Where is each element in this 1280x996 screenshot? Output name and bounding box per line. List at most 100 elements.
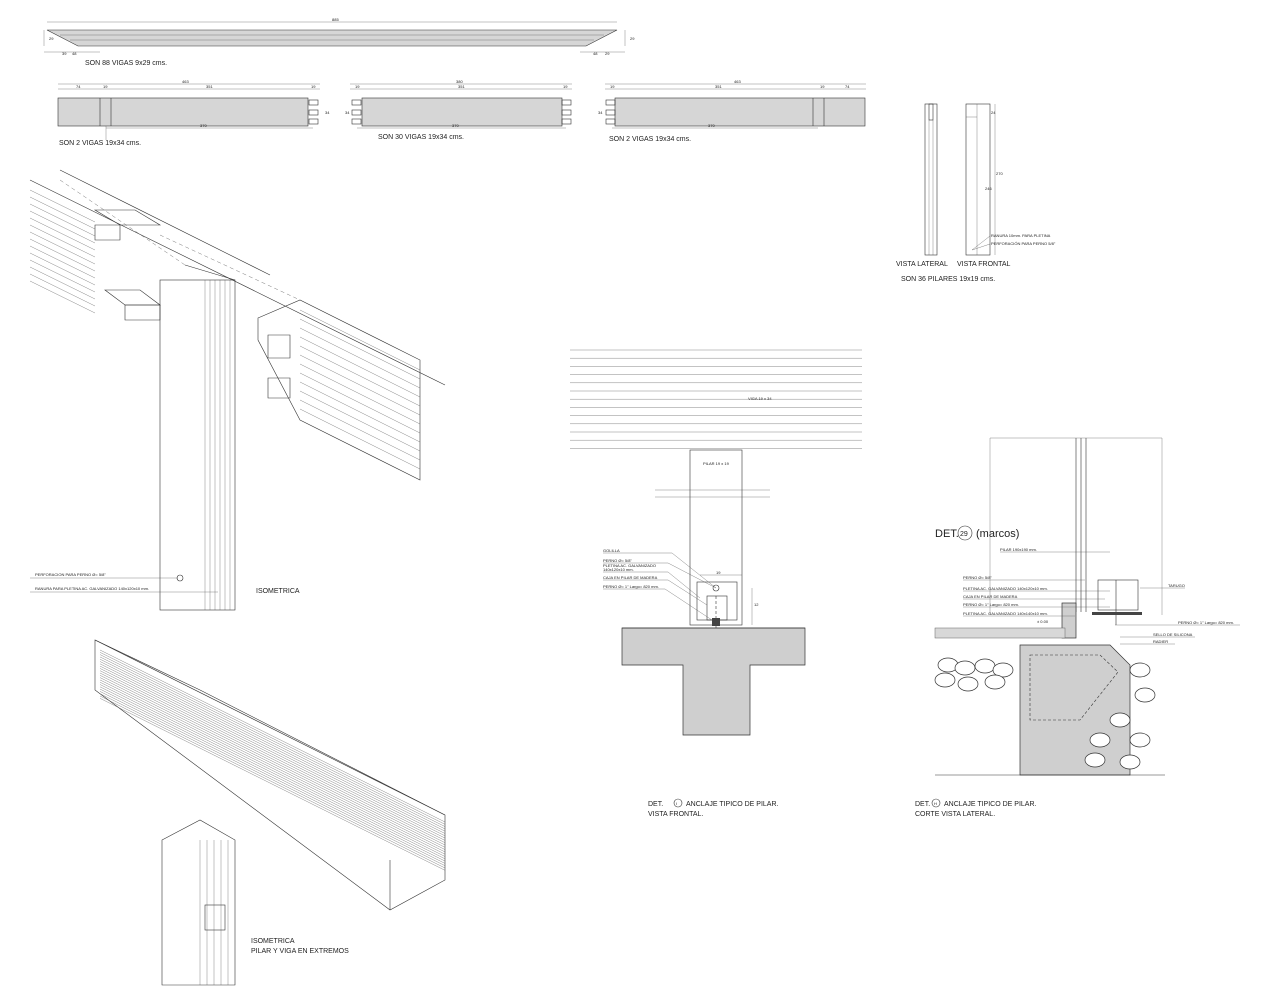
caption: DET.: [648, 801, 663, 808]
stone: [992, 662, 1014, 678]
hatch-line: [29, 259, 96, 293]
dim: 39: [62, 51, 67, 56]
dim: 29: [49, 36, 54, 41]
hatch-line: [29, 224, 96, 258]
stone: [957, 676, 979, 692]
note: PLETINA AC. GALVANIZADO: [603, 563, 656, 568]
dim: 351: [206, 84, 213, 89]
note: PERNO Ø= 1" Largo= 820 mm.: [603, 584, 659, 589]
dim: 19: [820, 84, 825, 89]
level-mark: ± 0.00: [1037, 619, 1049, 624]
hatch-line: [299, 381, 421, 443]
pillar-elevations: 24 246 270 RANURA 10mm. PARA PLETINA PER…: [896, 103, 1056, 283]
caption: VISTA FRONTAL: [957, 261, 1011, 268]
dim: 48: [593, 51, 598, 56]
isometric-joint-1: PERFORACION PARA PERNO Ø= 5/8" RANURA PA…: [29, 169, 446, 611]
detail-marker: I: [676, 801, 677, 806]
hatch-line: [29, 252, 96, 286]
caption: ANCLAJE TIPICO DE PILAR.: [944, 801, 1037, 808]
dim: 74: [76, 84, 81, 89]
note: PERFORACIÓN PARA PERNO 5/8": [991, 241, 1056, 246]
hatch-line: [99, 668, 446, 841]
caption: CORTE VISTA LATERAL.: [915, 811, 995, 818]
stone: [984, 674, 1006, 690]
dim: 34: [598, 110, 603, 115]
hatch-line: [99, 661, 446, 834]
beam-a-elevation: 463 74 19 351 19 34 370 SON 2 VIGAS 19x3…: [57, 79, 330, 147]
note: RADIER: [1153, 639, 1168, 644]
hatch-line: [29, 266, 96, 300]
note: PERNO Ø= 1" Largo= 820 mm.: [1178, 620, 1234, 625]
note: PERNO Ø= 1" Largo= 820 mm.: [963, 602, 1019, 607]
note: PERNO Ø= 5/8": [603, 558, 632, 563]
stone: [1129, 732, 1151, 748]
dim: 74: [845, 84, 850, 89]
dim: 29: [630, 36, 635, 41]
hatch-line: [29, 203, 96, 237]
note: PLETINA AC. GALVANIZADO 140x140x10 mm.: [963, 611, 1048, 616]
hatch-line: [29, 189, 96, 223]
dim: 463: [734, 79, 741, 84]
dim: 246: [985, 186, 992, 191]
dim: 48: [72, 51, 77, 56]
stone: [1134, 687, 1156, 703]
hatch-line: [99, 652, 446, 825]
det-i-notes: GOLILLA PERNO Ø= 5/8" PLETINA AC. GALVAN…: [603, 548, 717, 621]
hatch-line: [299, 345, 421, 407]
dim: 270: [996, 171, 1003, 176]
hatch-line: [299, 327, 421, 389]
hatch-line: [29, 245, 96, 279]
caption: SON 2 VIGAS 19x34 cms.: [59, 140, 141, 147]
beam-c-elevation: 463 19 351 19 74 34 370 SON 2 VIGAS 19x3…: [598, 79, 866, 143]
stone: [1084, 752, 1106, 768]
dim: 19: [610, 84, 615, 89]
hatch-line: [99, 686, 446, 859]
hatch-line: [99, 654, 446, 827]
caption: PILAR Y VIGA EN EXTREMOS: [251, 948, 349, 955]
note: CAJA EN PILAR DE MADERA: [963, 594, 1018, 599]
dim: 19: [563, 84, 568, 89]
note: SELLO DE SILICONA: [1153, 632, 1193, 637]
caption: SON 36 PILARES 19x19 cms.: [901, 276, 995, 283]
hatch-line: [299, 336, 421, 398]
note: TARUGO: [1168, 583, 1185, 588]
hatch-line: [99, 679, 446, 853]
detail-title: DET.: [935, 528, 959, 540]
dim: 19: [716, 570, 721, 575]
dim: 19: [103, 84, 108, 89]
det-h-notes: PILAR 190x190 mm. PERNO Ø= 5/8" PLETINA …: [963, 547, 1240, 645]
detail-i-front-view: VIGA 19 x 34 PILAR 19 x 19 19 12 GOLILLA…: [603, 396, 806, 818]
dim: 19: [311, 84, 316, 89]
note: PLETINA AC. GALVANIZADO 140x120x10 mm.: [963, 586, 1048, 591]
stone: [1119, 754, 1141, 770]
hatch-line: [299, 408, 421, 470]
top-beam-elevation: 885 29 29 39 48 48 29 SON 88 VIGAS 9x29 …: [43, 17, 635, 67]
note: PERNO Ø= 5/8": [963, 575, 992, 580]
dim: 12: [754, 602, 759, 607]
note: 140x120x10 mm.: [603, 567, 634, 572]
caption: ISOMETRICA: [251, 938, 295, 945]
note: RANURA PARA PLETINA AC. GALVANIZADO 140x…: [35, 586, 149, 591]
note: CAJA EN PILAR DE MADERA: [603, 575, 658, 580]
caption: SON 30 VIGAS 19x34 cms.: [378, 134, 464, 141]
dim: 463: [182, 79, 189, 84]
caption: ANCLAJE TIPICO DE PILAR.: [686, 801, 779, 808]
stone: [954, 660, 976, 676]
hatch-line: [99, 670, 446, 843]
dim: 351: [715, 84, 722, 89]
dim: 370: [708, 123, 715, 128]
hatch-line: [299, 390, 421, 452]
hatch-line: [29, 231, 96, 265]
detail-marker: H: [934, 801, 937, 806]
detail-h-section: DET. 29 (marcos) PILAR 190x190 mm. PERNO…: [915, 437, 1240, 818]
hatch-line: [29, 196, 96, 230]
note: PERFORACION PARA PERNO Ø= 5/8": [35, 572, 106, 577]
hatch-line: [99, 677, 446, 850]
hatch-line: [99, 693, 446, 866]
detail-subtitle: (marcos): [976, 528, 1019, 540]
hatch-line: [299, 363, 421, 425]
hatch-line: [99, 665, 446, 839]
hatch-line: [29, 210, 96, 244]
detail-number: 29: [960, 531, 968, 538]
hatch-line: [99, 656, 446, 830]
